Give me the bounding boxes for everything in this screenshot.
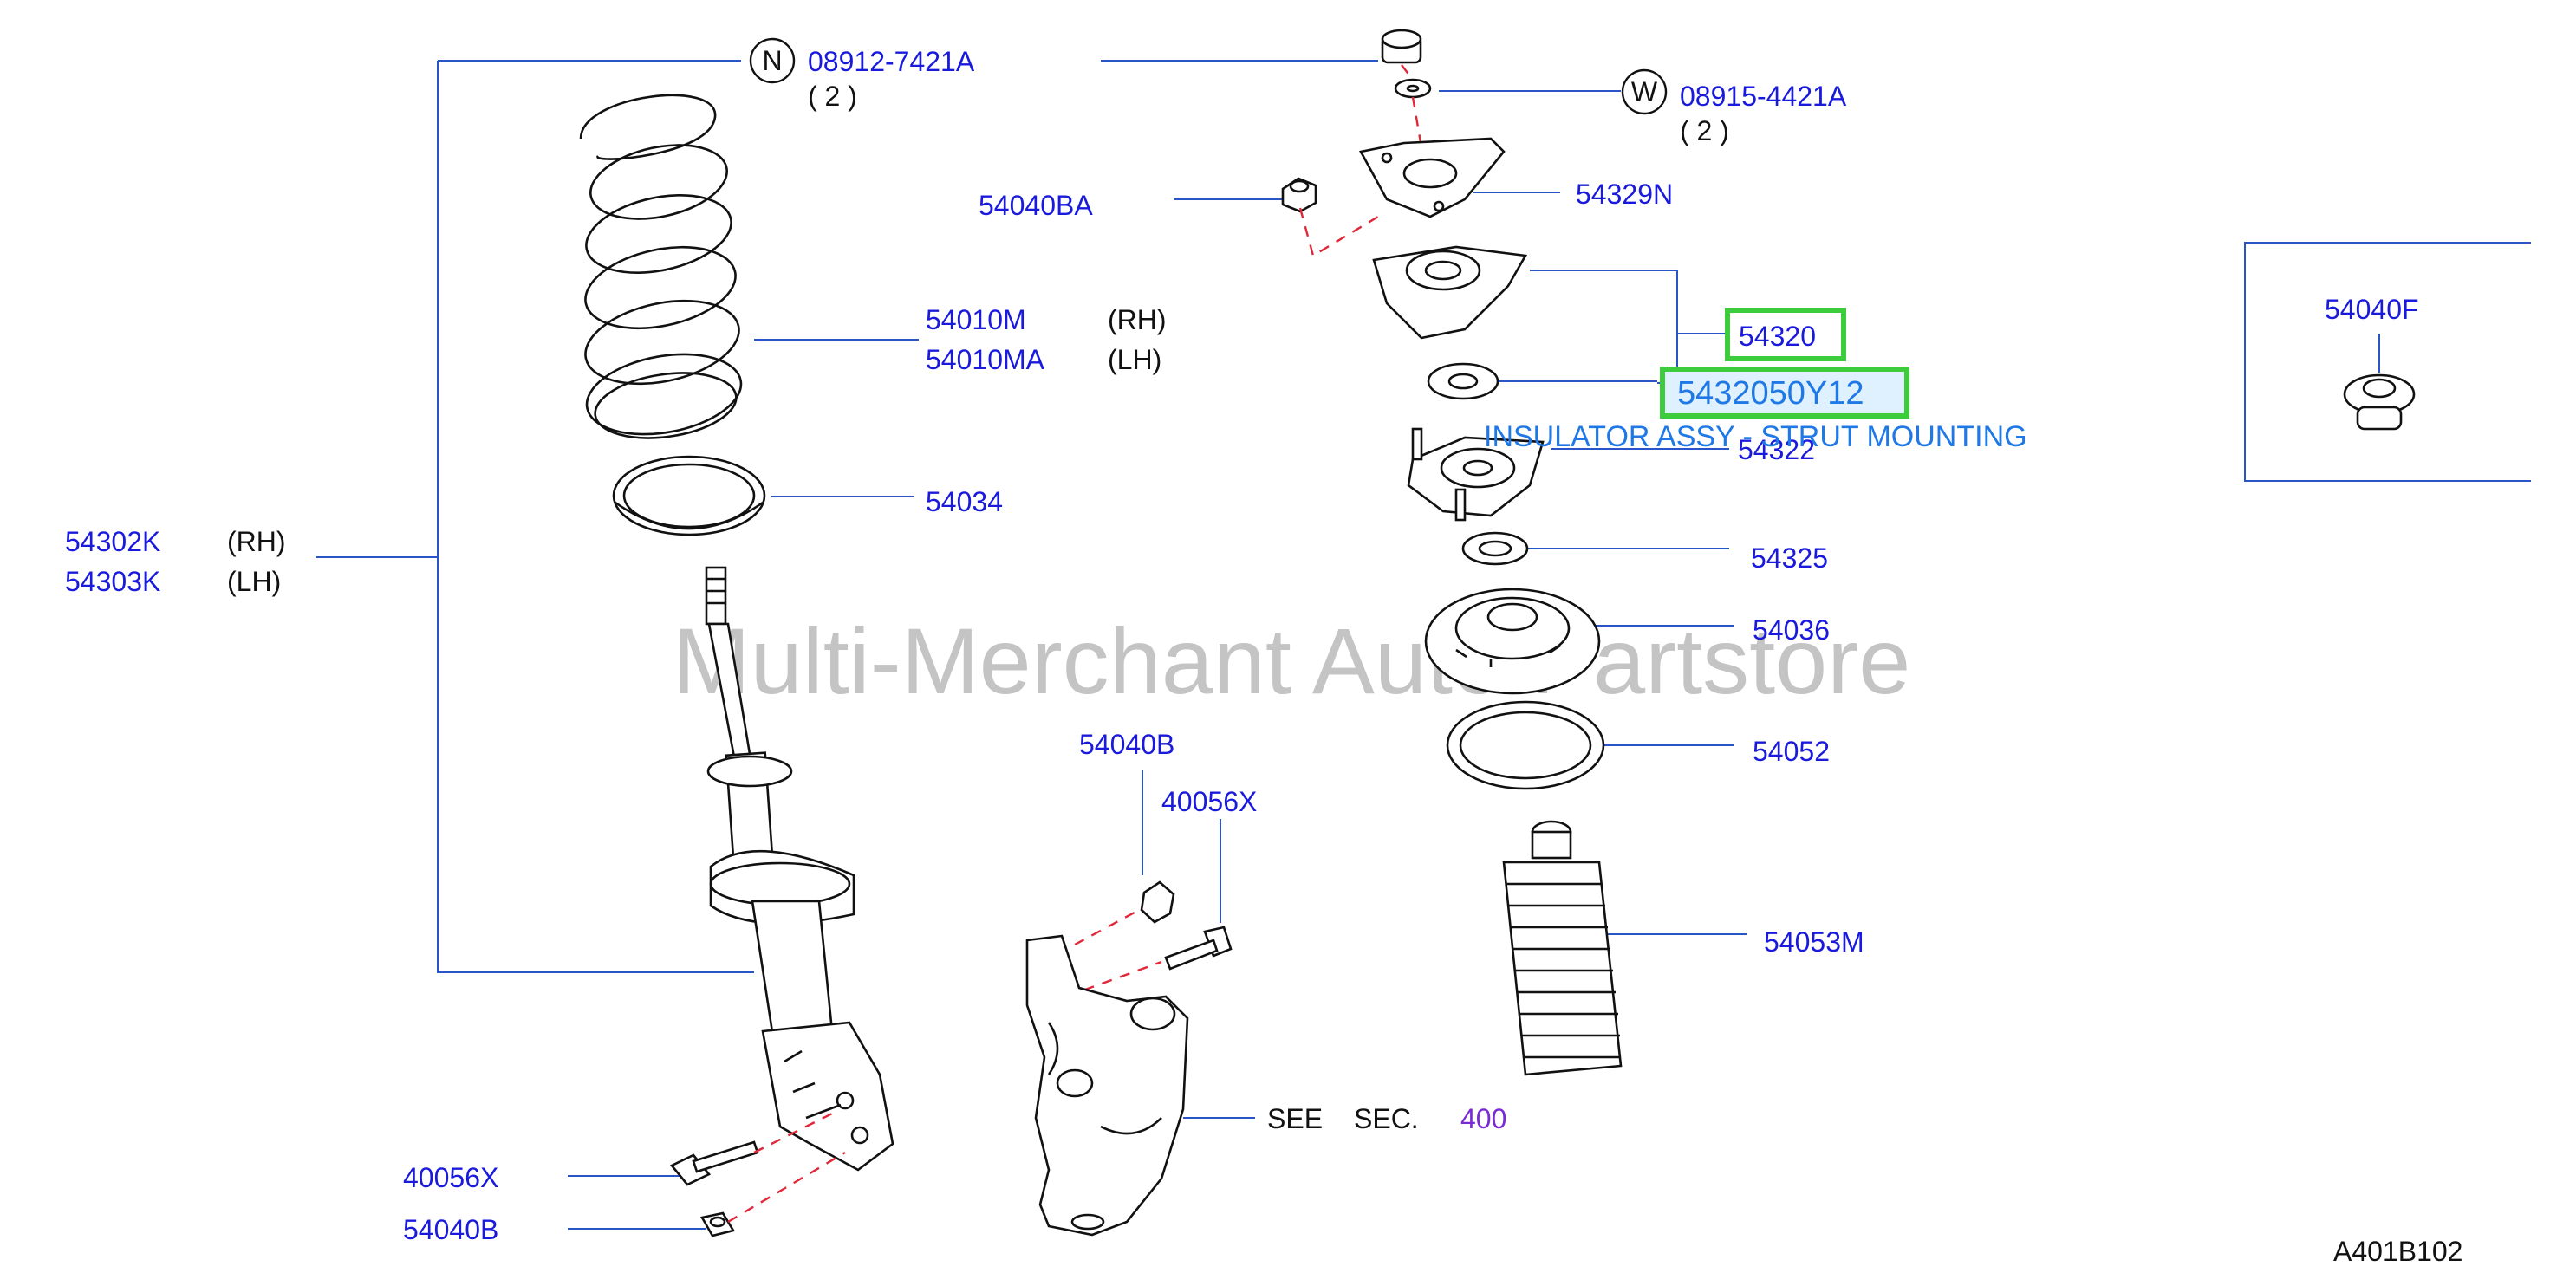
highlight-box-54320 — [1725, 308, 1846, 361]
part-label-54053m[interactable]: 54053M — [1764, 926, 1864, 958]
washer-marker-letter: W — [1631, 76, 1658, 107]
see-label: SEE — [1267, 1103, 1323, 1134]
part-label-54052[interactable]: 54052 — [1753, 736, 1830, 767]
top-mount-drawing — [1281, 29, 1623, 1076]
part-label-54303k[interactable]: 54303K — [65, 566, 160, 597]
part-label-54320[interactable]: 54320 — [1739, 321, 1816, 352]
knuckle-drawing — [1025, 880, 1233, 1237]
sec-label: SEC. — [1354, 1103, 1419, 1134]
bottom-fasteners-drawing — [669, 1112, 846, 1237]
coil-spring-drawing — [579, 94, 743, 439]
highlight-description: INSULATOR ASSY - STRUT MOUNTING — [1484, 420, 2027, 453]
inset-box — [2244, 242, 2531, 482]
highlight-part-number[interactable]: 5432050Y12 — [1677, 375, 1864, 412]
part-label-54329n[interactable]: 54329N — [1576, 179, 1673, 210]
section-ref-400[interactable]: 400 — [1460, 1103, 1506, 1134]
part-label-54322[interactable]: 54322 — [1738, 434, 1815, 465]
side-label-rh: (RH) — [1108, 304, 1167, 335]
highlight-box-5432050y12 — [1660, 367, 1909, 419]
part-label-54036[interactable]: 54036 — [1753, 614, 1830, 646]
part-label-54325[interactable]: 54325 — [1751, 542, 1828, 574]
watermark: Multi-Merchant Auto Partstore — [673, 608, 1911, 713]
strut-body-drawing — [705, 566, 894, 1172]
part-label-08912-7421a[interactable]: 08912-7421A — [808, 46, 975, 77]
nut-marker-circle — [749, 37, 796, 84]
part-label-08915-4421a[interactable]: 08915-4421A — [1680, 81, 1847, 112]
washer-qty-label: ( 2 ) — [1680, 115, 1729, 146]
part-label-40056x-top[interactable]: 40056X — [1161, 786, 1257, 817]
washer-marker-circle — [1621, 68, 1668, 115]
part-label-54010m[interactable]: 54010M — [926, 304, 1026, 335]
part-label-54010ma[interactable]: 54010MA — [926, 344, 1045, 375]
part-label-40056x-bottom[interactable]: 40056X — [403, 1162, 498, 1193]
strut-side-rh: (RH) — [227, 526, 286, 557]
part-label-54040ba[interactable]: 54040BA — [979, 190, 1093, 221]
part-label-54040f[interactable]: 54040F — [2325, 294, 2419, 325]
side-label-lh: (LH) — [1108, 344, 1161, 375]
part-label-54040b-top[interactable]: 54040B — [1079, 729, 1174, 760]
part-label-54302k[interactable]: 54302K — [65, 526, 160, 557]
nut-marker-letter: N — [762, 45, 782, 76]
part-label-54034[interactable]: 54034 — [926, 486, 1003, 517]
strut-assembly-leaders — [316, 60, 919, 1230]
part-label-54040b-bottom[interactable]: 54040B — [403, 1214, 498, 1245]
top-mount-leaders — [1101, 60, 1747, 935]
strut-side-lh: (LH) — [227, 566, 281, 597]
spring-seat-drawing — [612, 455, 766, 536]
knuckle-leaders — [1142, 770, 1255, 1119]
nut-qty-label: ( 2 ) — [808, 81, 857, 112]
diagram-code: A401B102 — [2333, 1236, 2462, 1267]
